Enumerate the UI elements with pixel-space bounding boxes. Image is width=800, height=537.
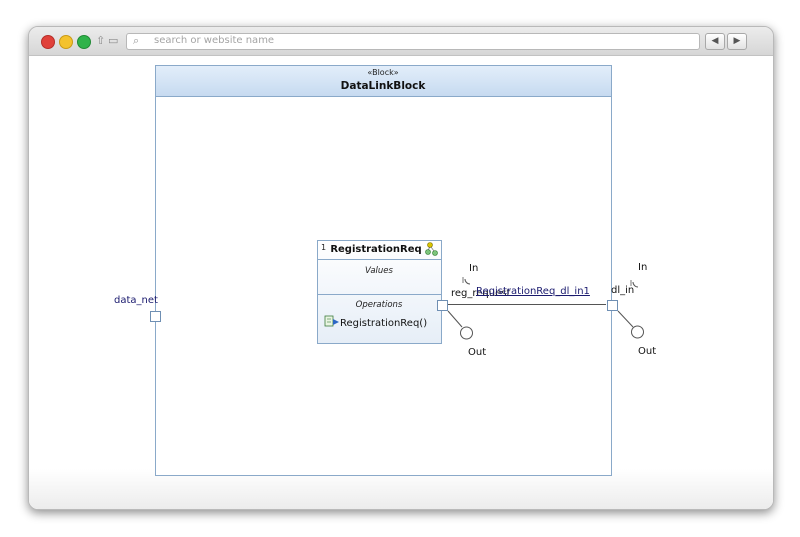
address-placeholder: search or website name — [154, 35, 275, 46]
operations-compartment-label: Operations — [356, 300, 403, 310]
provided-interface-stem-left — [447, 310, 463, 328]
required-interface-in-right[interactable] — [630, 280, 639, 288]
port-dl-in-label: dl_in — [611, 285, 634, 296]
provided-interface-out-left[interactable] — [460, 326, 473, 340]
forward-button[interactable]: ▶ — [727, 33, 747, 50]
block-name: DataLinkBlock — [341, 80, 427, 92]
values-compartment-label: Values — [365, 266, 393, 276]
required-interface-in-left[interactable] — [462, 277, 471, 285]
block-stereotype: «Block» — [367, 68, 398, 77]
browser-titlebar: ⇧ ▭ ⌕ search or website name ◀ ▶ — [29, 27, 773, 56]
part-multiplicity: 1 — [321, 243, 326, 252]
state-machine-icon — [425, 242, 438, 256]
flow-out-label-right: Out — [638, 346, 656, 357]
provided-interface-out-right[interactable] — [631, 325, 644, 339]
part-name: RegistrationReq — [330, 244, 421, 255]
port-dl-in[interactable] — [607, 300, 618, 311]
back-button[interactable]: ◀ — [705, 33, 725, 50]
port-data-net[interactable] — [150, 311, 161, 322]
connector-label[interactable]: RegistrationReq_dl_in1 — [476, 286, 590, 297]
operation-icon — [324, 315, 339, 327]
close-window-button[interactable] — [41, 35, 55, 49]
address-bar[interactable]: ⌕ search or website name — [126, 33, 700, 50]
share-icon[interactable]: ⇧ — [96, 34, 106, 47]
flow-out-label-left: Out — [468, 347, 486, 358]
sidebar-icon[interactable]: ▭ — [108, 34, 119, 47]
part-registrationreq[interactable]: 1 RegistrationReq Values Operations Regi… — [317, 240, 442, 344]
port-reg-request-label: reg_request — [451, 288, 510, 299]
search-icon: ⌕ — [133, 34, 140, 47]
datalink-block[interactable]: «Block» DataLinkBlock — [155, 65, 612, 476]
operation-registrationreq[interactable]: RegistrationReq() — [340, 318, 427, 329]
minimize-window-button[interactable] — [59, 35, 73, 49]
provided-interface-stem-right — [617, 310, 634, 328]
port-reg-request[interactable] — [437, 300, 448, 311]
flow-in-label-left: In — [469, 263, 478, 274]
flow-in-label-right: In — [638, 262, 647, 273]
maximize-window-button[interactable] — [77, 35, 91, 49]
port-data-net-label: data_net — [114, 295, 158, 306]
block-header — [155, 65, 612, 97]
